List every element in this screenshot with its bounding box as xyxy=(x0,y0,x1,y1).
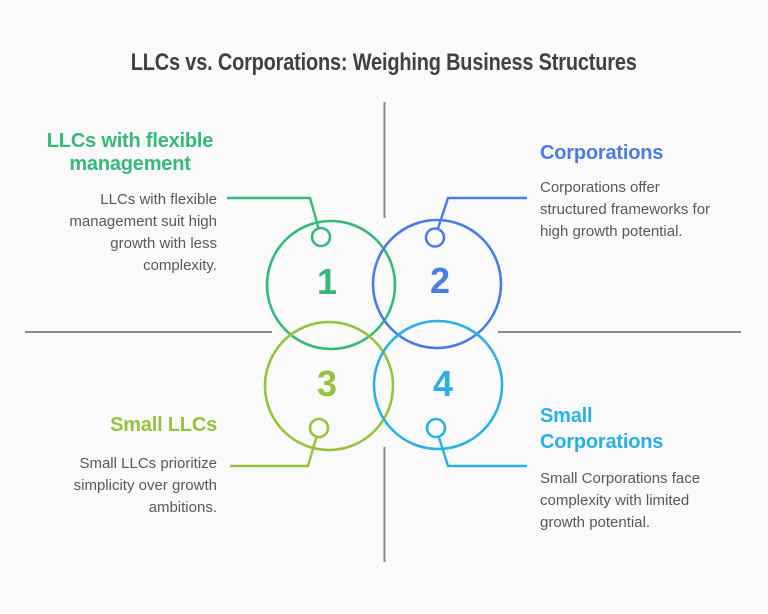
circle-1-outline xyxy=(265,219,397,351)
step-number-4: 4 xyxy=(433,363,453,404)
pin-node-4 xyxy=(425,417,447,439)
connector-line-4 xyxy=(434,427,527,468)
quadrant-3-heading: Small LLCs xyxy=(110,414,217,436)
quadrant-2-heading: Corporations xyxy=(540,142,664,164)
circle-3-outline xyxy=(263,320,395,452)
circle-4-outline xyxy=(372,319,504,451)
pin-node-3 xyxy=(308,417,330,439)
crosshair-axes xyxy=(25,102,741,562)
step-number-1: 1 xyxy=(317,261,337,302)
quadrant-4-description: Small Corporations face complexity with … xyxy=(540,470,701,531)
quadrant-1-description: LLCs with flexible management suit high … xyxy=(69,191,217,274)
pin-node-1 xyxy=(310,226,332,248)
page-title: LLCs vs. Corporations: Weighing Business… xyxy=(0,49,768,77)
connector-line-1 xyxy=(227,196,323,238)
connector-line-3 xyxy=(230,427,321,468)
quadrant-1-heading: LLCs with flexible management xyxy=(46,130,214,175)
pin-node-2 xyxy=(424,227,446,248)
step-number-2: 2 xyxy=(430,260,450,301)
quadrant-2-description: Corporations offer structured frameworks… xyxy=(540,179,711,240)
step-number-3: 3 xyxy=(317,363,337,404)
quadrant-3-description: Small LLCs prioritize simplicity over gr… xyxy=(73,455,217,516)
circle-2-outline xyxy=(371,218,503,350)
connector-line-2 xyxy=(433,196,527,238)
page-title-text: LLCs vs. Corporations: Weighing Business… xyxy=(131,49,637,76)
quadrant-4-heading: Small Corporations xyxy=(540,405,664,453)
